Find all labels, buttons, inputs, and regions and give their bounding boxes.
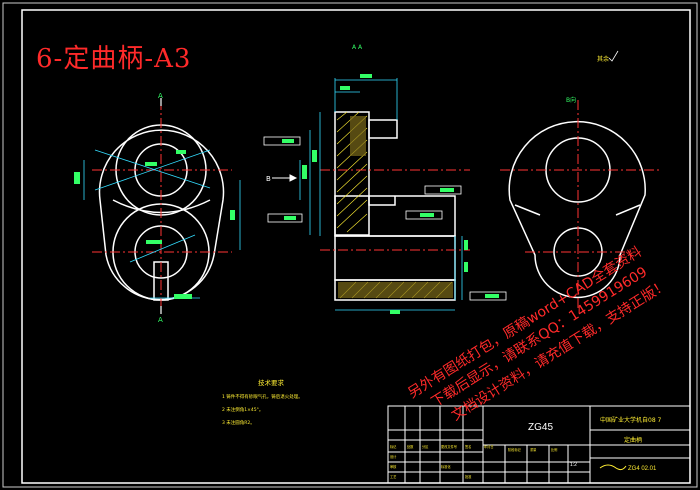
tech-item-2: 2 未注倒角1×45°。	[222, 406, 263, 413]
tolerance-frames	[263, 136, 507, 301]
title-block-part-name: 定曲柄	[624, 436, 642, 444]
tech-item-3: 3 未注圆角R2。	[222, 419, 255, 426]
title-block-labels: 标记 处数 分区 更改文件号 签名 年月日 设计 审核 工艺 批准 标准化 阶段…	[390, 444, 557, 479]
b-view	[508, 120, 646, 299]
tb-label-design: 设计	[390, 454, 397, 459]
title-block-scale: 1:2	[570, 462, 577, 468]
title-block-school: 中国矿业大学机自08 7	[600, 416, 662, 424]
tech-requirements-title: 技术要求	[258, 378, 285, 387]
section-centerlines	[320, 169, 470, 251]
finish-mark-symbol	[608, 50, 619, 62]
tb-label-approve: 批准	[465, 474, 472, 479]
tb-label-zone: 分区	[422, 444, 429, 449]
section-label: A A	[352, 44, 363, 51]
title-block-drawing-no: ZG4 02.01	[628, 466, 657, 472]
title-block-lines	[387, 405, 691, 484]
section-hatch-fill	[338, 116, 453, 298]
letter-a-top: A	[158, 92, 163, 100]
letter-a-bottom: A	[158, 316, 163, 324]
b-view-label: B向	[566, 96, 576, 104]
tb-label-scale: 比例	[551, 447, 557, 452]
drawing-title: 6-定曲柄-A3	[36, 44, 192, 74]
tech-item-1: 1 铸件不得有砂眼气孔，铸后退火处理。	[222, 393, 303, 400]
tb-label-review: 审核	[390, 464, 397, 469]
section-dim-text	[302, 74, 468, 314]
tolerance-symbols	[282, 139, 499, 298]
tb-label-change-doc: 更改文件号	[441, 444, 457, 449]
b-view-centerlines	[500, 100, 660, 310]
tb-label-weight: 重量	[530, 447, 537, 452]
tb-label-process: 工艺	[390, 474, 396, 479]
front-view-dim-text	[74, 150, 235, 299]
inner-frame	[21, 9, 691, 484]
tb-label-date: 年月日	[484, 444, 494, 449]
tb-label-stage: 阶段标记	[508, 447, 522, 452]
tb-label-count: 处数	[407, 444, 414, 449]
tb-label-mark: 标记	[390, 444, 397, 449]
tb-label-standard: 标准化	[441, 464, 451, 469]
tb-label-sign: 签名	[465, 444, 471, 449]
title-block-material: ZG45	[528, 422, 553, 433]
front-view-dimensions	[83, 149, 241, 299]
title-block-arrow	[599, 464, 627, 471]
section-b-marker	[272, 174, 298, 182]
letter-b: B	[266, 175, 271, 183]
finish-mark: 其余	[597, 55, 609, 63]
front-view-centerlines	[92, 100, 232, 312]
